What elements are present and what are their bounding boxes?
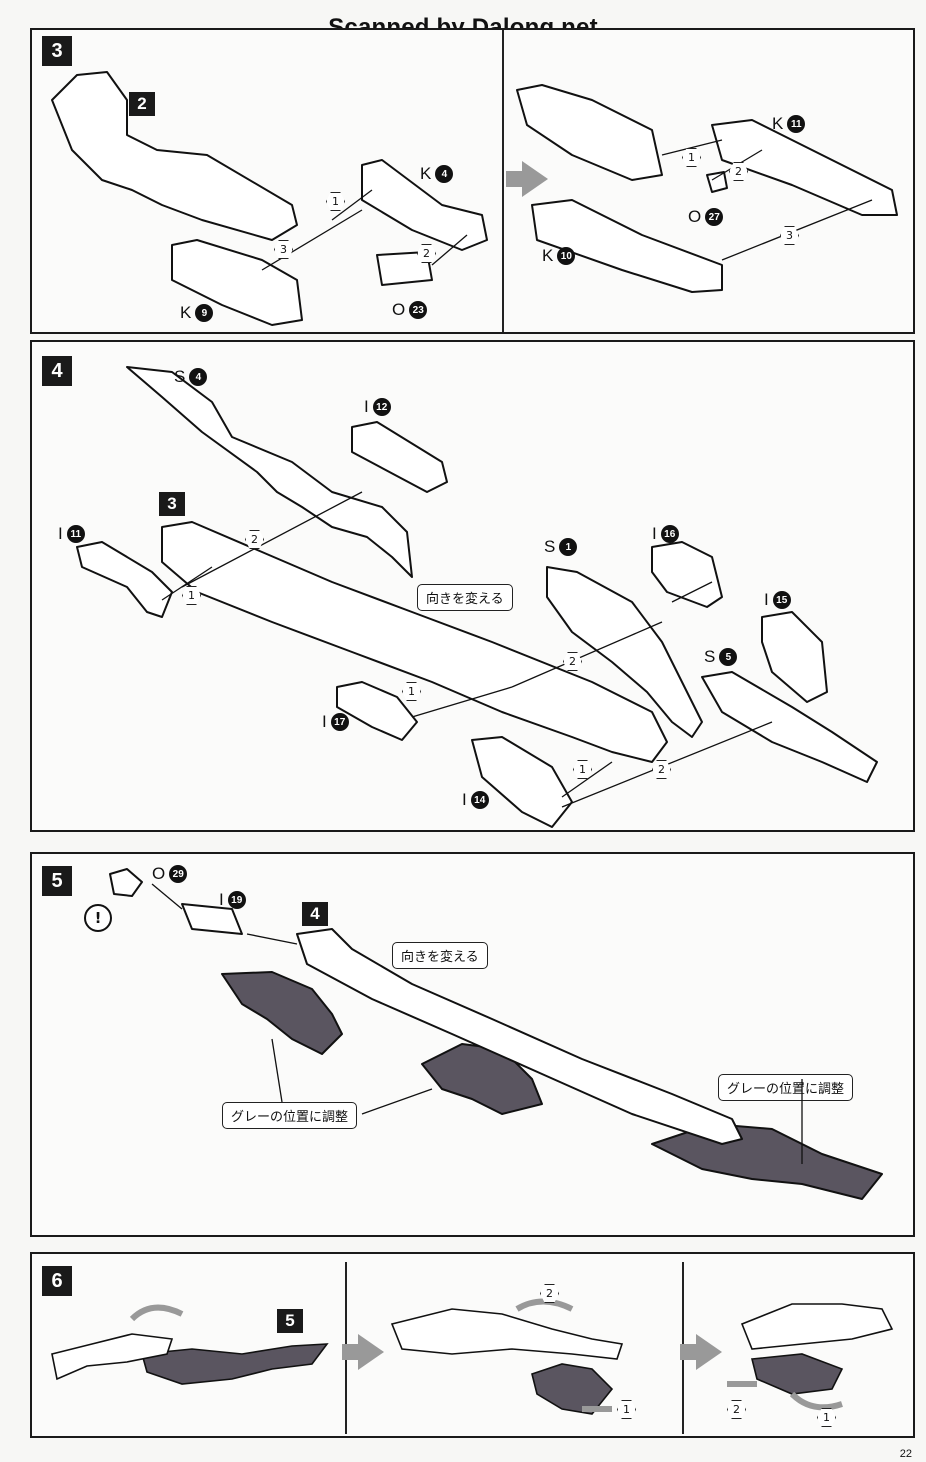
step-3-parts-drawing [51, 71, 898, 326]
sequence-marker-2: 2 [540, 1284, 559, 1303]
next-arrow-icon [342, 1334, 384, 1370]
turn-direction-callout: 向きを変える [392, 942, 488, 969]
step-5-subassembly-badge: 4 [302, 902, 328, 926]
step-4-subassembly-badge: 3 [159, 492, 185, 516]
step-3-badge: 3 [42, 36, 72, 66]
step-6-badge: 6 [42, 1266, 72, 1296]
sequence-marker-3: 3 [780, 226, 799, 245]
step-6-parts-drawing [51, 1298, 894, 1415]
sequence-marker-2: 2 [563, 652, 582, 671]
sequence-marker-1: 1 [402, 682, 421, 701]
turn-direction-callout: 向きを変える [417, 584, 513, 611]
sequence-marker-2: 2 [652, 760, 671, 779]
sequence-marker-1: 1 [817, 1408, 836, 1427]
sequence-marker-1: 1 [617, 1400, 636, 1419]
step-5-parts-drawing [109, 868, 883, 1200]
sequence-marker-1: 1 [573, 760, 592, 779]
step-6-subassembly-badge: 5 [277, 1309, 303, 1333]
adjust-to-gray-callout-right: グレーの位置に調整 [718, 1074, 854, 1101]
step-4-parts-drawing [76, 366, 878, 828]
step-3-subassembly-badge: 2 [129, 92, 155, 116]
sequence-marker-1: 1 [182, 586, 201, 605]
caution-icon: ! [84, 904, 112, 932]
sequence-marker-2: 2 [729, 162, 748, 181]
sequence-marker-2: 2 [727, 1400, 746, 1419]
page-number: 22 [899, 1448, 912, 1460]
adjust-to-gray-callout-left: グレーの位置に調整 [222, 1102, 358, 1129]
sequence-marker-2: 2 [417, 244, 436, 263]
step-6-panel: 6 5 2 1 2 1 [30, 1252, 915, 1438]
step-3-divider [502, 30, 504, 332]
step-5-badge: 5 [42, 866, 72, 896]
sequence-marker-1: 1 [682, 148, 701, 167]
next-arrow-icon [506, 161, 548, 197]
step-4-badge: 4 [42, 356, 72, 386]
sequence-marker-3: 3 [274, 240, 293, 259]
next-arrow-icon [680, 1334, 722, 1370]
sequence-marker-1: 1 [326, 192, 345, 211]
sequence-marker-2: 2 [245, 530, 264, 549]
